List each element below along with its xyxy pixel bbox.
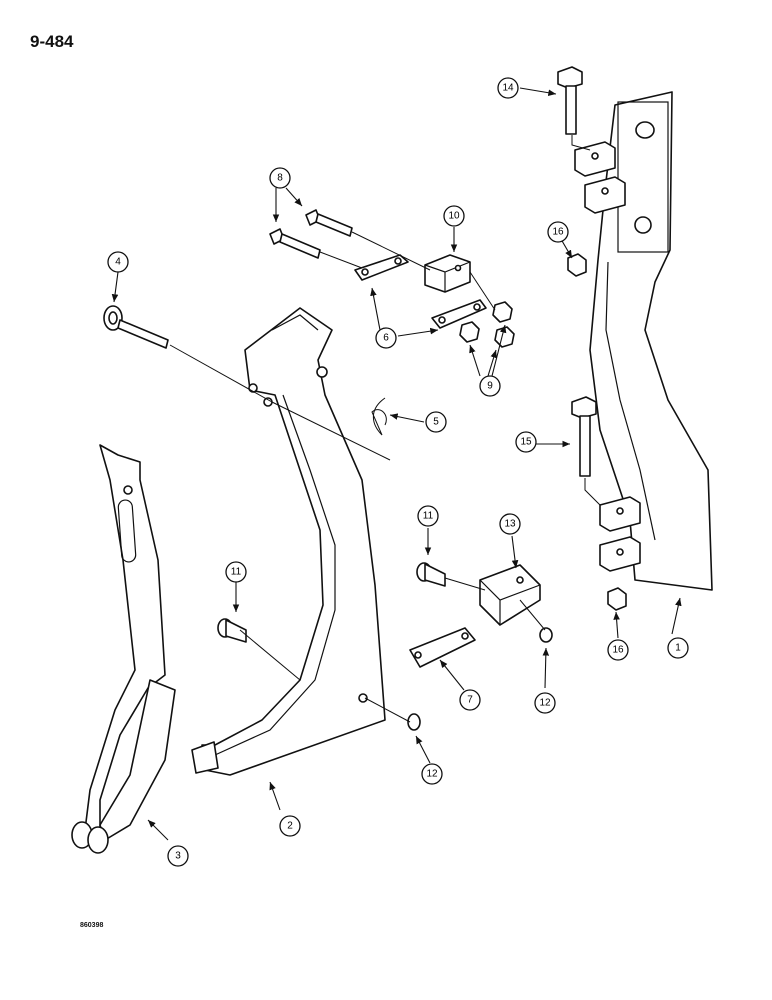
svg-text:11: 11 <box>231 567 242 578</box>
svg-text:8: 8 <box>277 173 283 184</box>
assembly-lines <box>169 135 601 723</box>
svg-text:7: 7 <box>467 695 473 706</box>
svg-text:2: 2 <box>287 821 293 832</box>
clamp-blocks <box>574 141 641 572</box>
part-16-nuts <box>567 253 627 611</box>
svg-text:16: 16 <box>552 227 564 238</box>
svg-text:5: 5 <box>433 417 439 428</box>
part-14-bolt <box>557 66 583 135</box>
svg-text:1: 1 <box>675 643 681 654</box>
part-2-frame <box>191 307 386 776</box>
callout-15: 15 <box>515 431 537 453</box>
callout-2: 2 <box>279 815 301 837</box>
callout-8: 8 <box>269 167 291 189</box>
part-1-shank <box>589 91 713 591</box>
callout-11a: 11 <box>225 561 247 583</box>
svg-text:12: 12 <box>539 698 551 709</box>
callout-11b: 11 <box>417 505 439 527</box>
callout-13: 13 <box>499 513 521 535</box>
svg-text:11: 11 <box>423 511 434 522</box>
callout-3: 3 <box>167 845 189 867</box>
part-3-arm <box>71 444 176 854</box>
part-7-link <box>409 627 476 668</box>
svg-text:10: 10 <box>448 211 460 222</box>
callout-12b: 12 <box>534 692 556 714</box>
svg-text:6: 6 <box>383 333 389 344</box>
svg-text:3: 3 <box>175 851 181 862</box>
part-6-links <box>354 254 487 329</box>
callout-6: 6 <box>375 327 397 349</box>
svg-text:14: 14 <box>502 83 514 94</box>
part-8-bolts <box>269 209 353 259</box>
page-number: 9-484 <box>30 32 74 51</box>
callout-16b: 16 <box>607 639 629 661</box>
callout-14: 14 <box>497 77 519 99</box>
svg-text:4: 4 <box>115 257 121 268</box>
svg-text:15: 15 <box>520 437 532 448</box>
leader-lines <box>111 87 682 841</box>
callout-1: 1 <box>667 637 689 659</box>
part-10-block <box>424 254 471 293</box>
part-9-nuts <box>459 301 515 348</box>
callout-10: 10 <box>443 205 465 227</box>
callout-7: 7 <box>459 689 481 711</box>
callout-12a: 12 <box>421 763 443 785</box>
svg-text:9: 9 <box>487 381 493 392</box>
part-11-bushings <box>217 562 446 643</box>
callout-16a: 16 <box>547 221 569 243</box>
part-12-rings <box>407 627 553 731</box>
part-5-clip <box>371 397 387 436</box>
part-15-bolt <box>571 396 597 477</box>
svg-text:12: 12 <box>426 769 438 780</box>
callout-5: 5 <box>425 411 447 433</box>
callout-4: 4 <box>107 251 129 273</box>
part-13-clevis <box>479 564 541 626</box>
callout-9: 9 <box>479 375 501 397</box>
svg-text:13: 13 <box>504 519 516 530</box>
svg-text:16: 16 <box>612 645 624 656</box>
illustration-code: 860398 <box>80 922 104 929</box>
part-4-pin <box>103 305 169 349</box>
